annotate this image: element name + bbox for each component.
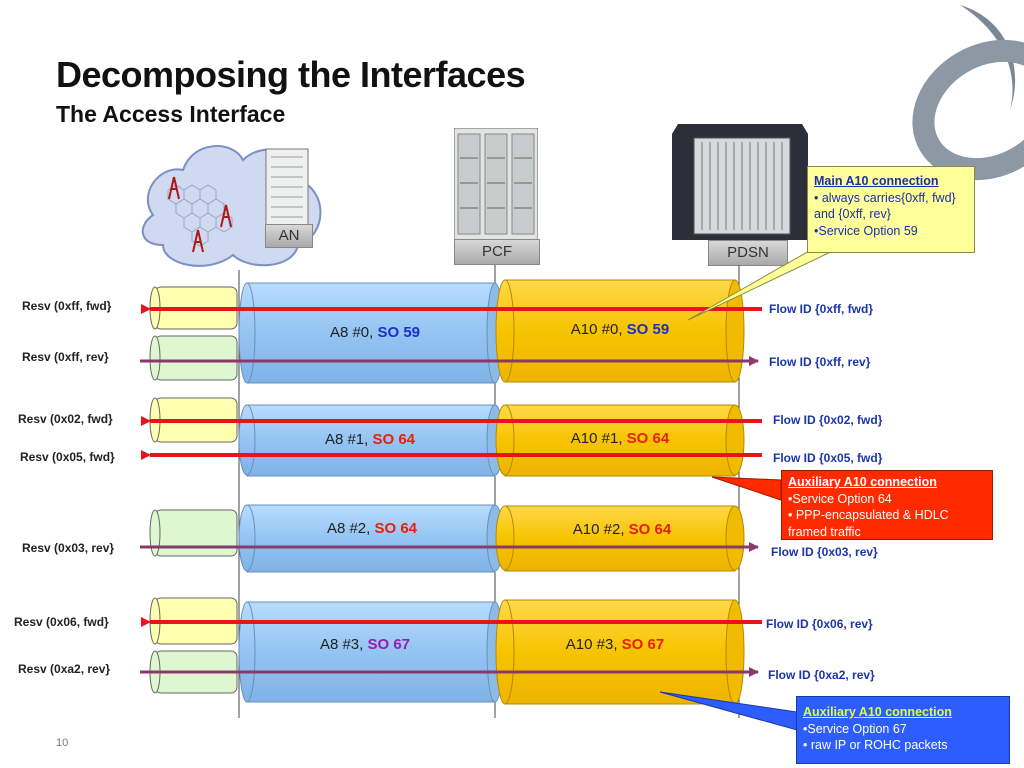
aux64-callout-pointer (711, 476, 782, 501)
an-node-label: AN (265, 224, 313, 248)
a10-pipe-0-label: A10 #0, SO 59 (535, 321, 705, 338)
flow-id-label: Flow ID {0xff, fwd} (769, 302, 874, 316)
resv-label: Resv (0xa2, rev} (18, 662, 111, 676)
a8-pipe-1-label: A8 #1, SO 64 (285, 431, 455, 448)
resv-label: Resv (0x03, rev} (22, 541, 115, 555)
service-option: SO 64 (626, 430, 670, 447)
flow-id-label: Flow ID {0xff, rev} (769, 355, 871, 369)
page-title: Decomposing the Interfaces (56, 54, 526, 95)
a8-pipe-0-label: A8 #0, SO 59 (290, 324, 460, 341)
aux-a10-callout-so64: Auxiliary A10 connection •Service Option… (781, 470, 993, 540)
service-option: SO 59 (626, 321, 670, 338)
callout-heading: Auxiliary A10 connection (803, 705, 952, 719)
a10-pipe-0 (495, 279, 745, 383)
service-option: SO 64 (628, 521, 672, 538)
resv-label: Resv (0xff, fwd} (22, 299, 112, 313)
flow-arrows (140, 304, 762, 677)
a8-pipe-1 (238, 404, 504, 477)
service-option: SO 67 (367, 636, 411, 653)
a8-name: A8 #3, (319, 636, 368, 653)
flow-id-label: Flow ID {0x05, fwd} (773, 451, 883, 465)
a10-pipe-1-label: A10 #1, SO 64 (535, 430, 705, 447)
callout-line: • raw IP or ROHC packets (803, 738, 948, 752)
flow-id-label: Flow ID {0x03, rev} (771, 545, 878, 559)
flow-id-label: Flow ID {0x06, rev} (766, 617, 873, 631)
a10-name: A10 #2, (572, 521, 629, 538)
pdsn-chassis-illustration (672, 124, 808, 240)
aux-a10-callout-so67: Auxiliary A10 connection •Service Option… (796, 696, 1010, 764)
a8-pipe-2 (238, 504, 504, 573)
callout-line: • always carries{0xff, fwd} and {0xff, r… (814, 190, 956, 222)
a8-name: A8 #2, (326, 520, 375, 537)
a10-pipe-2-label: A10 #2, SO 64 (537, 521, 707, 538)
a10-pipe-1 (495, 404, 745, 477)
service-option: SO 64 (374, 520, 418, 537)
a10-name: A10 #3, (565, 636, 622, 653)
a8-pipe-0 (238, 282, 504, 384)
resv-cylinder (149, 335, 238, 381)
a8-name: A8 #0, (329, 324, 378, 341)
a8-pipe-3 (238, 601, 504, 703)
a10-pipe-3 (495, 599, 745, 705)
callout-line: •Service Option 64 (788, 491, 892, 506)
a8-pipe-3-label: A8 #3, SO 67 (280, 636, 450, 653)
a8-name: A8 #1, (324, 431, 373, 448)
pcf-rack-illustration (454, 128, 538, 240)
a10-pipe-3-label: A10 #3, SO 67 (530, 636, 700, 653)
a8-pipes (238, 282, 504, 703)
resv-label: Resv (0x02, fwd} (18, 412, 113, 426)
callout-heading: Auxiliary A10 connection (788, 475, 937, 489)
resv-label: Resv (0xff, rev} (22, 350, 109, 364)
resv-cylinders (149, 286, 238, 694)
a10-name: A10 #0, (570, 321, 627, 338)
resv-cylinder (149, 509, 238, 557)
resv-label: Resv (0x05, fwd} (20, 450, 115, 464)
callout-line: •Service Option 59 (814, 223, 918, 238)
pdsn-node-label: PDSN (708, 240, 788, 266)
a10-pipe-2 (495, 505, 745, 572)
callout-line: •Service Option 67 (803, 721, 907, 736)
resv-label: Resv (0x06, fwd} (14, 615, 109, 629)
callout-line: • PPP-encapsulated & HDLC framed traffic (788, 508, 949, 539)
service-option: SO 67 (621, 636, 665, 653)
flow-id-label: Flow ID {0xa2, rev} (768, 668, 875, 682)
a10-name: A10 #1, (570, 430, 627, 447)
service-option: SO 59 (377, 324, 421, 341)
pcf-node-label: PCF (454, 239, 540, 265)
flow-id-label: Flow ID {0x02, fwd} (773, 413, 883, 427)
callout-heading: Main A10 connection (814, 174, 939, 188)
service-option: SO 64 (372, 431, 416, 448)
a10-pipes (495, 279, 745, 705)
a8-pipe-2-label: A8 #2, SO 64 (287, 520, 457, 537)
page-subtitle: The Access Interface (56, 101, 286, 127)
page-number: 10 (56, 737, 69, 749)
main-a10-callout: Main A10 connection • always carries{0xf… (807, 166, 975, 253)
